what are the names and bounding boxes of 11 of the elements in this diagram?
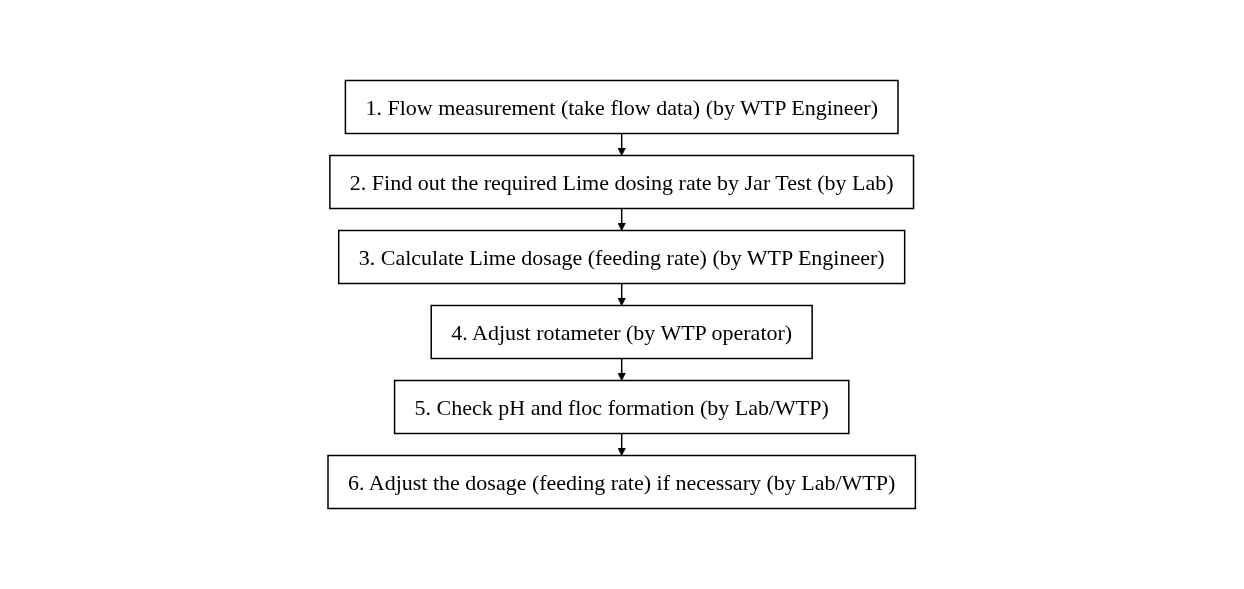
arrow (617, 207, 627, 231)
node-box: 3. Calculate Lime dosage (feeding rate) (by WTP Engineer) (338, 229, 906, 285)
arrow (617, 432, 627, 456)
arrow (617, 357, 627, 381)
node-box: 5. Check pH and floc formation (by Lab/WTP) (394, 379, 850, 435)
arrow (617, 132, 627, 156)
node-box: 6. Adjust the dosage (feeding rate) if necessary (by Lab/WTP) (327, 454, 917, 510)
arrow (617, 282, 627, 306)
node-box: 4. Adjust rotameter (by WTP operator) (430, 304, 814, 360)
node-box: 2. Find out the required Lime dosing rate by Jar Test (by Lab) (329, 154, 915, 210)
node-box: 1. Flow measurement (take flow data) (by WTP Engineer) (344, 79, 900, 135)
